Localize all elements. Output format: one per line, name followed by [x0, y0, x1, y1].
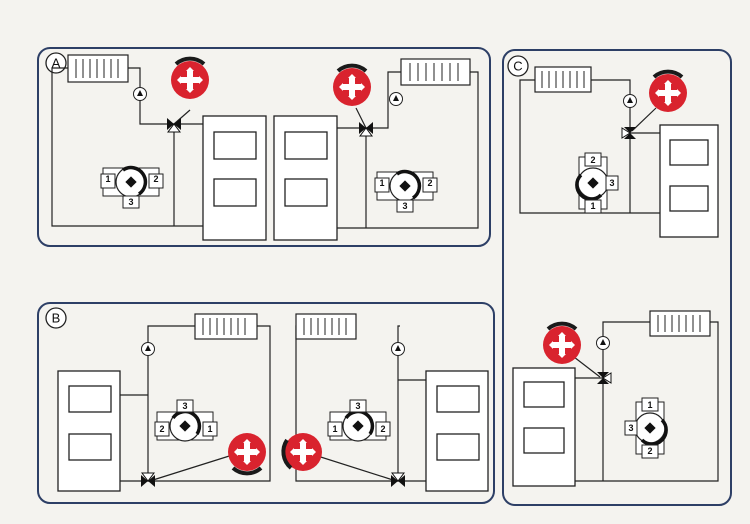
boiler-icon — [273, 115, 338, 241]
panel-b-pipes — [120, 325, 426, 482]
mixing-valve-symbol — [359, 122, 373, 137]
valve-port-number: 3 — [182, 401, 187, 411]
valve-port-number: 2 — [159, 424, 164, 434]
mixing-valve-symbol — [391, 472, 405, 487]
radiator — [67, 54, 129, 83]
red-actuator-motor-icon — [228, 433, 266, 476]
panel-c: C — [502, 49, 732, 506]
red-actuator-motor-icon — [543, 321, 581, 364]
red-actuator-motor-icon — [649, 69, 687, 112]
panel-c-label: C — [507, 55, 529, 77]
mixing-valve-symbol — [597, 372, 612, 384]
circulation-pump-icon — [133, 87, 147, 101]
valve-port-number: 2 — [647, 446, 652, 456]
valve-port-number: 1 — [647, 400, 652, 410]
valve-port-number: 3 — [628, 423, 633, 433]
mixing-valve-symbol — [621, 127, 636, 139]
valve-port-number: 3 — [609, 178, 614, 188]
three-way-mixing-valve-icon — [100, 165, 164, 209]
valve-port-number: 3 — [128, 197, 133, 207]
valve-port-number: 2 — [380, 424, 385, 434]
three-way-mixing-valve-icon — [624, 397, 668, 459]
boiler-icon — [425, 370, 489, 492]
panel-b-frame — [37, 302, 495, 504]
boiler-icon — [202, 115, 267, 241]
radiator — [295, 313, 357, 340]
boiler-icon — [659, 124, 719, 238]
valve-port-number: 3 — [355, 401, 360, 411]
mixing-valve-symbol — [141, 472, 155, 487]
svg-text:C: C — [513, 59, 522, 74]
valve-port-number: 1 — [332, 424, 337, 434]
panel-a: A — [37, 47, 491, 247]
svg-text:A: A — [52, 56, 61, 71]
valve-port-number: 2 — [590, 155, 595, 165]
circulation-pump-icon — [141, 342, 155, 356]
valve-port-number: 3 — [402, 201, 407, 211]
three-way-mixing-valve-icon — [374, 169, 438, 213]
three-way-mixing-valve-icon — [327, 399, 391, 442]
valve-port-number: 1 — [105, 174, 110, 184]
radiator — [649, 310, 711, 337]
radiator — [194, 313, 258, 340]
panel-a-label: A — [45, 52, 67, 74]
circulation-pump-icon — [623, 94, 637, 108]
panel-c-frame — [502, 49, 732, 506]
circulation-pump-icon — [596, 336, 610, 350]
red-actuator-motor-icon — [333, 63, 371, 106]
panel-a-frame — [37, 47, 491, 247]
panel-b-label: B — [45, 307, 67, 329]
panel-b: B — [37, 302, 495, 504]
red-actuator-motor-icon — [171, 56, 209, 99]
valve-port-number: 1 — [207, 424, 212, 434]
circulation-pump-icon — [389, 92, 403, 106]
boiler-icon — [512, 367, 576, 487]
mixing-valve-symbol — [167, 118, 181, 133]
boiler-icon — [57, 370, 121, 492]
three-way-mixing-valve-icon — [575, 152, 619, 214]
radiator — [400, 58, 471, 86]
circulation-pump-icon — [391, 342, 405, 356]
valve-port-number: 1 — [379, 178, 384, 188]
valve-port-number: 2 — [153, 174, 158, 184]
valve-port-number: 2 — [427, 178, 432, 188]
panel-a-pipes — [51, 67, 479, 229]
valve-port-number: 1 — [590, 201, 595, 211]
svg-text:B: B — [52, 311, 61, 326]
three-way-mixing-valve-icon — [154, 399, 218, 442]
radiator — [534, 66, 592, 93]
red-actuator-motor-icon — [281, 433, 322, 471]
